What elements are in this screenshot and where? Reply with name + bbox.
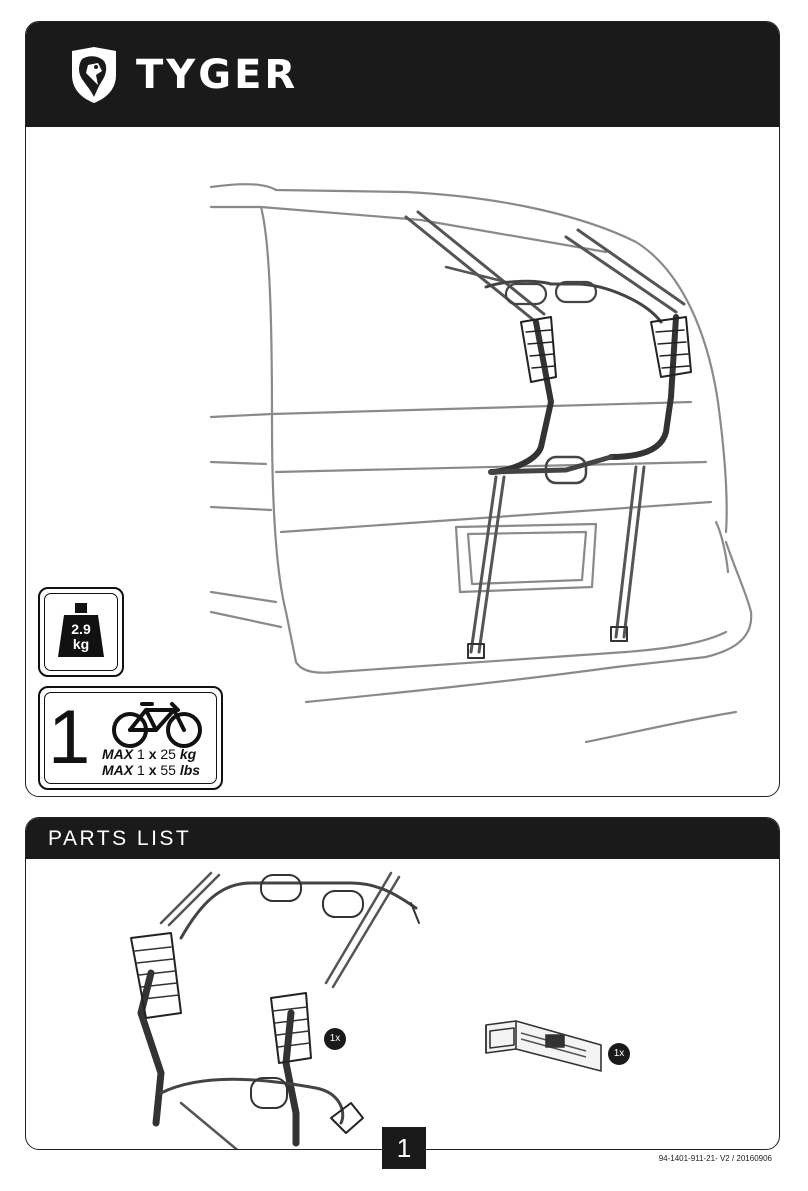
car-with-rack-illustration: [209, 183, 753, 744]
tiger-shield-icon: [72, 47, 116, 103]
capacity-kg-value: 25: [160, 746, 176, 762]
max-label: MAX: [102, 746, 134, 762]
document-code: 94-1401-911-21- V2 / 20160906: [658, 1154, 772, 1163]
weight-badge-frame: [44, 593, 118, 671]
brand-name: TYGER: [136, 52, 299, 98]
header-band: TYGER: [26, 22, 779, 127]
product-overview-panel: TYGER: [25, 21, 780, 797]
capacity-badge-frame: [44, 692, 217, 784]
strap-illustration: [485, 1020, 602, 1072]
max-label: MAX: [102, 762, 134, 778]
capacity-qty: 1: [137, 746, 145, 762]
weight-unit: kg: [72, 636, 90, 652]
capacity-lbs-unit: lbs: [179, 762, 201, 778]
capacity-kg-unit: kg: [179, 746, 197, 762]
parts-list-title: PARTS LIST: [48, 827, 192, 850]
page-number: 1: [382, 1127, 426, 1169]
capacity-lbs-line: MAX 1 x 55 lbs: [102, 762, 200, 778]
times-sign: x: [148, 762, 157, 778]
weight-badge: 2.9 kg: [38, 587, 124, 677]
bicycle-icon: [112, 702, 202, 748]
parts-list-panel: PARTS LIST 1x 1x: [25, 817, 780, 1150]
times-sign: x: [148, 746, 157, 762]
capacity-badge: 1 MAX 1 x 25 kg MAX 1 x 55 lbs: [38, 686, 223, 790]
parts-header-band: PARTS LIST: [26, 818, 779, 859]
strap-quantity-badge: 1x: [608, 1043, 630, 1065]
rack-assembly-illustration: [130, 871, 420, 1149]
capacity-kg-line: MAX 1 x 25 kg: [102, 746, 196, 762]
capacity-lbs-value: 55: [160, 762, 176, 778]
weight-value: 2.9: [71, 621, 91, 637]
bike-count: 1: [48, 695, 91, 780]
capacity-qty: 1: [137, 762, 145, 778]
rack-quantity-badge: 1x: [324, 1028, 346, 1050]
weight-icon: [58, 603, 104, 657]
